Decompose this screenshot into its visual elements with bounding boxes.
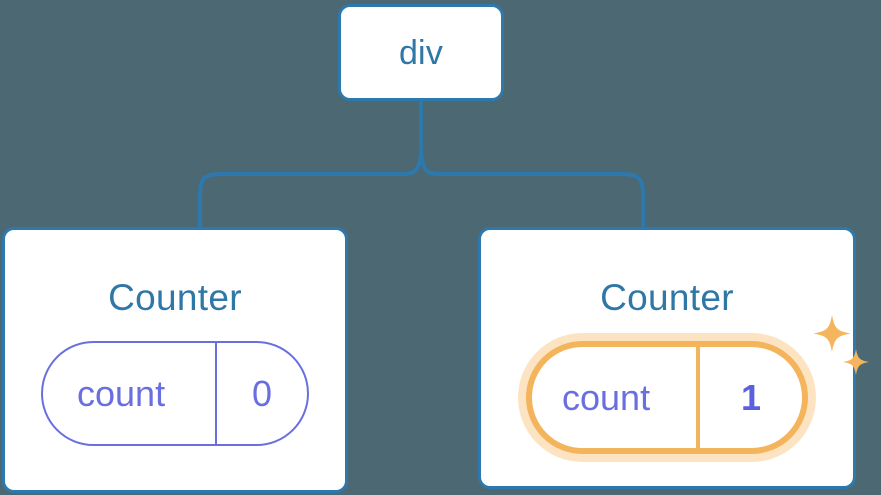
component-card-counter-left[interactable]: Counter count 0 [2, 227, 348, 493]
state-key: count [43, 343, 217, 444]
state-pill-wrapper: count 0 [41, 341, 309, 446]
node-div-label: div [398, 33, 444, 72]
connector-branch-left [198, 146, 423, 230]
sparkle-icon-large [813, 315, 851, 352]
component-card-counter-right[interactable]: Counter count 1 [478, 227, 869, 489]
state-value: 0 [251, 372, 273, 414]
state-pill-highlighted[interactable]: count 1 [526, 341, 808, 454]
connector-branch-right [419, 146, 645, 230]
state-value: 1 [740, 376, 762, 418]
state-key: count [532, 347, 700, 448]
node-div[interactable]: div [338, 4, 504, 101]
state-pill-wrapper: count 1 [526, 315, 869, 454]
component-title: Counter [600, 277, 734, 318]
state-pill[interactable]: count 0 [41, 341, 309, 446]
component-title: Counter [108, 277, 242, 318]
